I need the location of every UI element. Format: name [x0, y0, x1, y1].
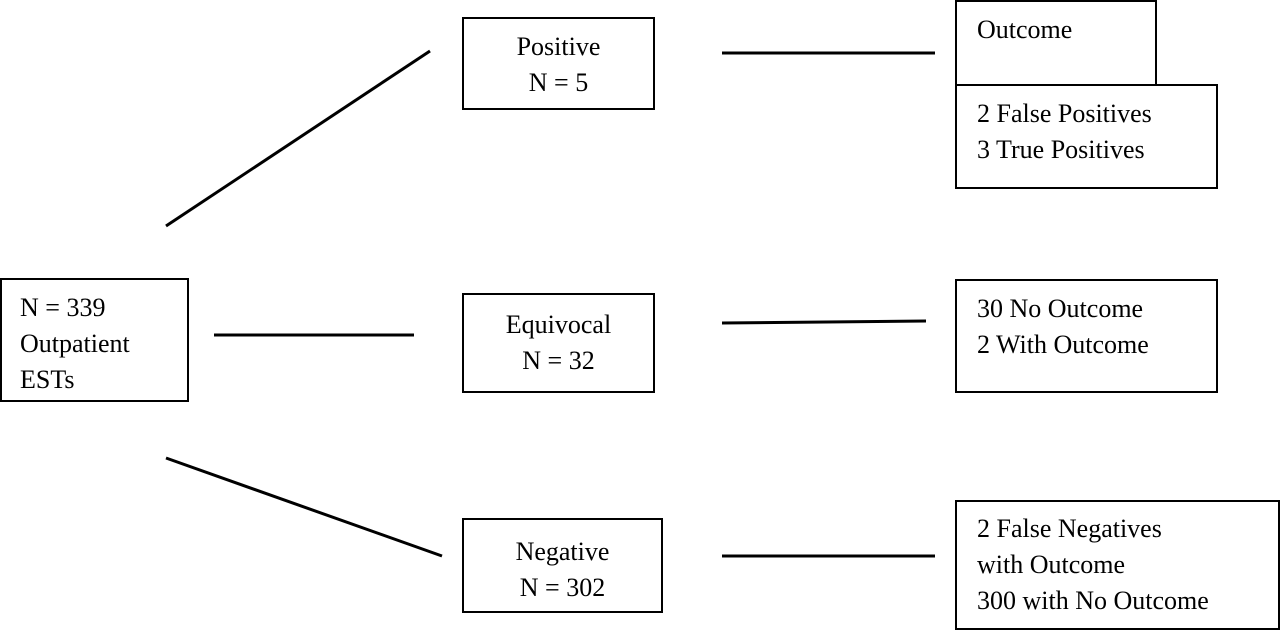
connector-equivocal-to-outcome [721, 319, 927, 325]
positive-count: N = 5 [528, 68, 589, 97]
equivocal-outcome-with: 2 With Outcome [977, 330, 1149, 359]
equivocal-count: N = 32 [522, 346, 595, 375]
root-count: N = 339 [20, 293, 106, 322]
positive-box: Positive N = 5 [462, 17, 655, 110]
negative-outcome-box: 2 False Negatives with Outcome 300 with … [955, 500, 1280, 630]
positive-outcome-false: 2 False Positives [977, 99, 1152, 128]
root-box: N = 339 Outpatient ESTs [0, 278, 189, 402]
positive-outcome-box: 2 False Positives 3 True Positives [955, 84, 1218, 189]
equivocal-label: Equivocal [505, 310, 612, 339]
outcome-header-label: Outcome [977, 15, 1073, 44]
positive-label: Positive [516, 32, 601, 61]
equivocal-outcome-box: 30 No Outcome 2 With Outcome [955, 279, 1218, 393]
root-type: Outpatient [20, 329, 130, 358]
equivocal-outcome-no: 30 No Outcome [977, 294, 1144, 323]
positive-outcome-true: 3 True Positives [977, 135, 1145, 164]
negative-outcome-false: 2 False Negatives [977, 514, 1162, 543]
negative-outcome-no: 300 with No Outcome [977, 586, 1209, 615]
root-test: ESTs [20, 365, 75, 394]
negative-label: Negative [515, 537, 610, 566]
negative-count: N = 302 [519, 573, 606, 602]
equivocal-box: Equivocal N = 32 [462, 293, 655, 393]
connector-root-to-negative [165, 456, 443, 558]
negative-outcome-with: with Outcome [977, 550, 1126, 579]
connector-root-to-positive [165, 49, 431, 228]
negative-box: Negative N = 302 [462, 518, 663, 613]
outcome-header-box: Outcome [955, 0, 1157, 86]
